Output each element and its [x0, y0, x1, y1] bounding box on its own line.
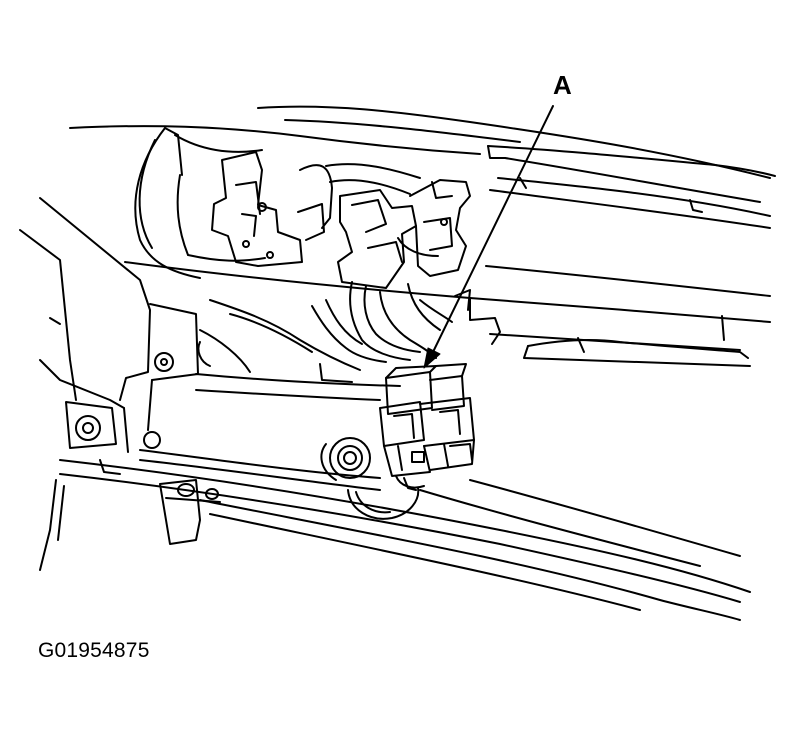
figure-id: G01954875: [38, 639, 150, 662]
cross-beam: [125, 262, 770, 366]
left-panel: [135, 128, 265, 278]
lower-stud: [160, 480, 220, 544]
callout-label-a: A: [553, 70, 572, 100]
upper-bracket-left: [212, 152, 332, 266]
wiring-harness: [200, 282, 470, 372]
upper-bracket-right: [326, 164, 470, 288]
dashboard-top-edges: [70, 107, 775, 228]
lower-rails: [40, 460, 750, 620]
wire-loop: [348, 488, 418, 519]
main-bracket: [140, 342, 400, 490]
connector-assembly: [380, 364, 474, 490]
callout-leader: [424, 106, 553, 368]
left-mount-bracket: [20, 198, 198, 452]
